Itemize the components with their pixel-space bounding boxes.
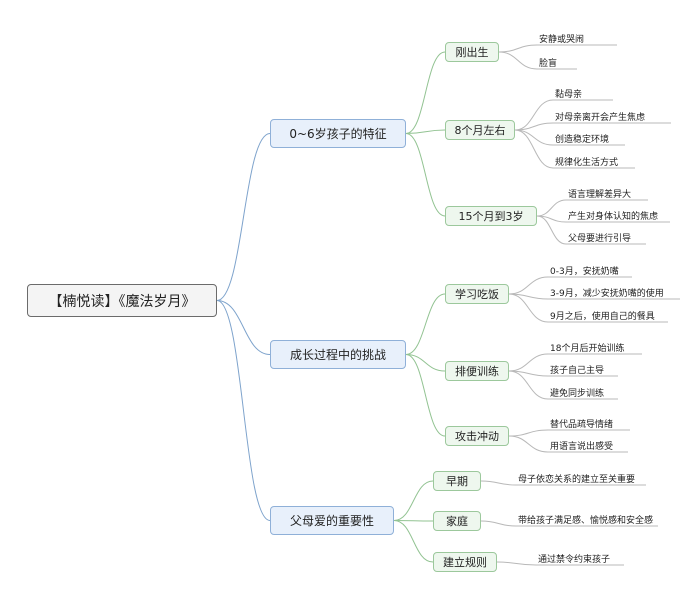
connector-curve xyxy=(508,293,549,323)
connector-curve xyxy=(536,215,567,245)
root-topic[interactable]: 【楠悦读】《魔法岁月》 xyxy=(27,284,217,317)
sub-topic-1-1[interactable]: 刚出生 xyxy=(445,42,499,62)
connector-curve xyxy=(496,561,537,566)
leaf-topic-3-2-1[interactable]: 带给孩子满足感、愉悦感和安全感 xyxy=(518,516,654,526)
leaf-topic-3-3-1[interactable]: 通过禁令约束孩子 xyxy=(538,555,611,565)
main-topic-3[interactable]: 父母爱的重要性 xyxy=(270,506,394,535)
leaf-topic-1-3-3[interactable]: 父母要进行引导 xyxy=(568,234,632,244)
leaf-topic-1-2-2[interactable]: 对母亲离开会产生焦虑 xyxy=(555,113,646,123)
leaf-topic-2-3-2[interactable]: 用语言说出感受 xyxy=(550,442,614,452)
connector-curve xyxy=(216,133,271,301)
connector-curve xyxy=(405,133,446,217)
connector-curve xyxy=(536,199,567,217)
connector-curve xyxy=(393,520,434,522)
connector-curve xyxy=(514,99,554,131)
leaf-topic-2-1-3[interactable]: 9月之后，使用自己的餐具 xyxy=(550,312,655,322)
sub-topic-2-3[interactable]: 攻击冲动 xyxy=(445,426,509,446)
leaf-topic-2-1-2[interactable]: 3-9月，减少安抚奶嘴的使用 xyxy=(550,289,664,299)
connector-curve xyxy=(405,51,446,134)
sub-topic-1-2[interactable]: 8个月左右 xyxy=(445,120,515,140)
connector-curve xyxy=(216,300,271,521)
leaf-topic-2-1-1[interactable]: 0-3月，安抚奶嘴 xyxy=(550,267,619,277)
sub-topic-2-1[interactable]: 学习吃饭 xyxy=(445,284,509,304)
main-topic-1[interactable]: 0~6岁孩子的特征 xyxy=(270,119,406,148)
connector-curve xyxy=(480,480,517,486)
leaf-topic-2-2-1[interactable]: 18个月后开始训练 xyxy=(550,344,625,354)
leaf-topic-1-3-1[interactable]: 语言理解差异大 xyxy=(568,190,632,200)
connector-curve xyxy=(498,44,538,53)
leaf-topic-1-2-3[interactable]: 创造稳定环境 xyxy=(555,135,610,145)
leaf-topic-2-2-3[interactable]: 避免同步训练 xyxy=(550,389,605,399)
sub-topic-2-2[interactable]: 排便训练 xyxy=(445,361,509,381)
sub-topic-1-3[interactable]: 15个月到3岁 xyxy=(445,206,537,226)
connector-curve xyxy=(514,129,554,169)
main-topic-2[interactable]: 成长过程中的挑战 xyxy=(270,340,406,369)
connector-curve xyxy=(508,276,549,295)
leaf-topic-2-2-2[interactable]: 孩子自己主导 xyxy=(550,366,605,376)
connector-curve xyxy=(405,129,446,134)
sub-topic-3-2[interactable]: 家庭 xyxy=(433,511,481,531)
connector-curve xyxy=(216,300,271,355)
leaf-topic-1-3-2[interactable]: 产生对身体认知的焦虑 xyxy=(568,212,659,222)
leaf-topic-1-1-2[interactable]: 脸盲 xyxy=(539,59,558,69)
connector-curve xyxy=(508,353,549,372)
connector-curve xyxy=(480,520,517,527)
leaf-topic-1-1-1[interactable]: 安静或哭闹 xyxy=(539,35,585,45)
leaf-topic-1-2-1[interactable]: 黏母亲 xyxy=(555,90,583,100)
leaf-topic-1-2-4[interactable]: 规律化生活方式 xyxy=(555,158,619,168)
connector-curve xyxy=(393,480,434,521)
connector-curve xyxy=(508,370,549,400)
connector-curve xyxy=(393,520,434,563)
sub-topic-3-3[interactable]: 建立规则 xyxy=(433,552,497,572)
connector-curve xyxy=(405,293,446,355)
connector-curve xyxy=(405,354,446,437)
leaf-topic-2-3-1[interactable]: 替代品疏导情绪 xyxy=(550,420,614,430)
connector-curve xyxy=(508,435,549,453)
leaf-topic-3-1-1[interactable]: 母子依恋关系的建立至关重要 xyxy=(518,475,636,485)
sub-topic-3-1[interactable]: 早期 xyxy=(433,471,481,491)
connector-curve xyxy=(405,354,446,372)
connector-curve xyxy=(498,51,538,70)
